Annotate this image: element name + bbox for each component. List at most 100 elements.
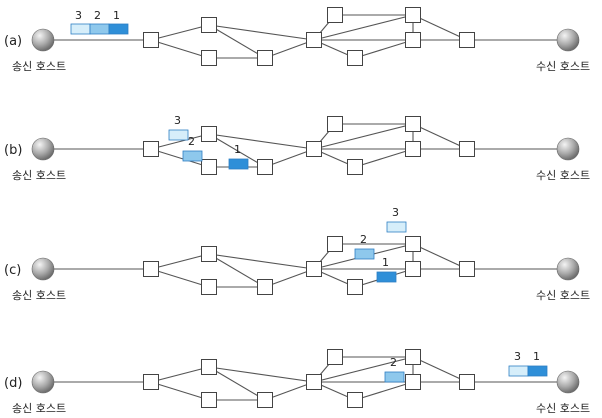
packet-number: 1 [234,143,241,156]
router-icon [405,7,421,23]
router-icon [306,374,322,390]
router-icon [306,141,322,157]
network-link [208,366,266,401]
router-icon [143,32,159,48]
receiver-label: 수신 호스트 [536,402,590,415]
packet-number: 3 [392,206,399,219]
row-label: (a) [4,34,22,49]
router-icon [459,261,475,277]
packet-number: 1 [113,9,120,22]
router-icon [327,7,343,23]
router-icon [306,261,322,277]
network-link [412,123,468,150]
router-icon [459,374,475,390]
network-link [150,268,210,288]
sender-host-icon [31,370,55,394]
router-icon [201,359,217,375]
network-link [354,39,414,59]
row-label: (b) [4,143,22,158]
network-link [150,253,210,270]
packet-number: 3 [75,9,82,22]
router-icon [201,159,217,175]
router-icon [201,126,217,142]
network-link [150,366,210,383]
packet-3 [508,365,529,377]
packet-2 [354,248,375,260]
packet-2 [89,23,110,35]
packet-2 [384,371,405,383]
packet-1 [108,23,129,35]
network-link [208,366,315,383]
sender-host-icon [31,257,55,281]
network-link [412,356,468,383]
receiver-label: 수신 호스트 [536,169,590,182]
network-link [412,14,468,41]
network-link [354,381,414,401]
router-icon [143,374,159,390]
receiver-label: 수신 호스트 [536,60,590,73]
router-icon [459,32,475,48]
packet-3 [168,129,189,141]
router-icon [405,116,421,132]
row-label: (c) [4,263,21,278]
network-link [313,123,414,150]
sender-label: 송신 호스트 [12,169,66,182]
network-link [264,268,315,288]
sender-label: 송신 호스트 [12,289,66,302]
router-icon [327,236,343,252]
packet-1 [228,158,249,170]
router-icon [327,116,343,132]
network-link [313,14,414,41]
network-link [150,39,210,59]
router-icon [201,246,217,262]
packet-2 [182,150,203,162]
network-link [150,148,210,168]
router-icon [405,374,421,390]
router-icon [405,261,421,277]
packet-number: 2 [188,135,195,148]
router-icon [257,279,273,295]
packet-number: 3 [514,350,521,363]
row-label: (d) [4,376,22,391]
router-icon [143,261,159,277]
network-link [354,148,414,168]
network-link [264,381,315,401]
network-link [208,253,315,270]
router-icon [257,50,273,66]
network-link [412,243,468,270]
packet-3 [70,23,91,35]
network-link [313,356,414,383]
sender-host-icon [31,137,55,161]
router-icon [257,159,273,175]
router-icon [405,349,421,365]
network-link [208,253,266,288]
router-icon [405,141,421,157]
receiver-host-icon [556,137,580,161]
router-icon [201,50,217,66]
packet-number: 2 [390,356,397,369]
network-link [150,381,210,401]
row-b: (b) 송신 호스트 수신 호스트 32 1 [4,114,590,182]
router-icon [143,141,159,157]
sender-label: 송신 호스트 [12,402,66,415]
network-link [150,133,210,150]
network-link [208,24,315,41]
router-icon [405,32,421,48]
packet-number: 2 [360,233,367,246]
router-icon [201,279,217,295]
router-icon [347,392,363,408]
packet-1 [527,365,548,377]
router-icon [201,17,217,33]
network-link [264,39,315,59]
router-icon [459,141,475,157]
receiver-host-icon [556,257,580,281]
packet-number: 3 [174,114,181,127]
network-link [208,133,315,150]
router-icon [347,159,363,175]
packet-number: 2 [94,9,101,22]
router-icon [327,349,343,365]
